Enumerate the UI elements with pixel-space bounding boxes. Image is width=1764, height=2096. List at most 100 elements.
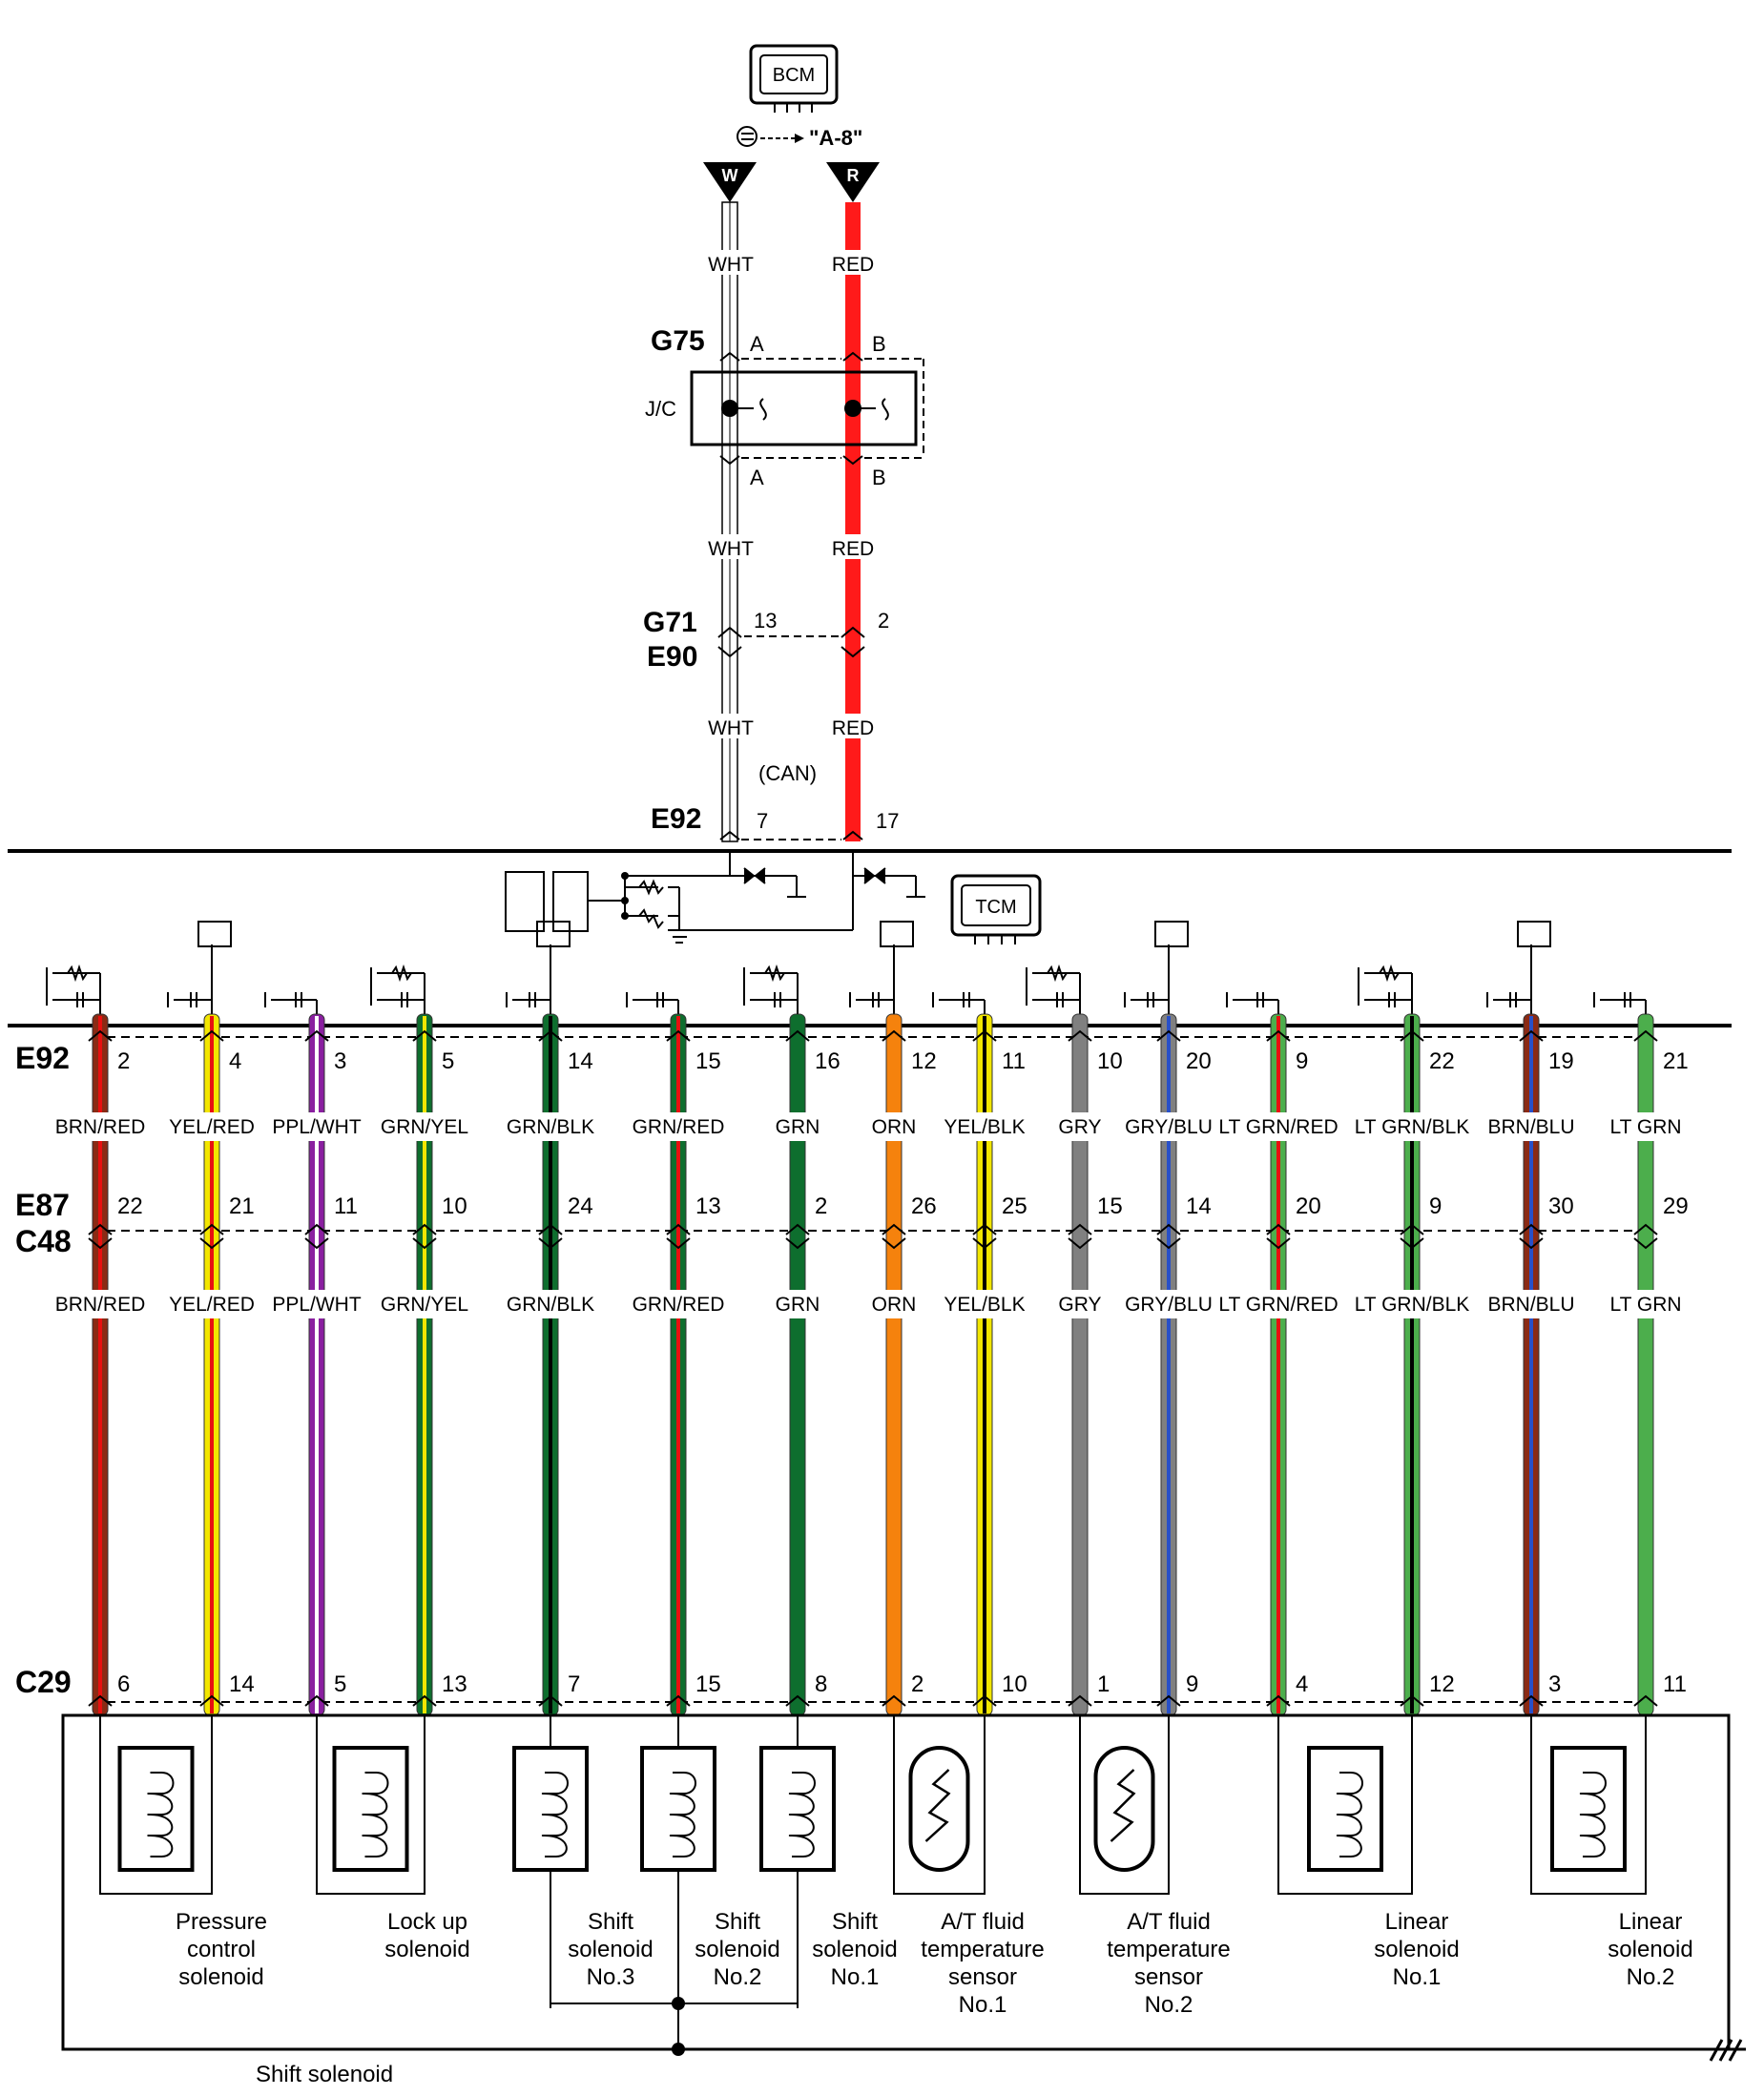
wire-color-label: GRN/BLK — [507, 1116, 594, 1138]
junction-connector: J/C A B — [645, 359, 924, 489]
driver-symbol — [1026, 964, 1081, 1026]
component-label: solenoid — [812, 1937, 897, 1962]
tcm-label: TCM — [975, 897, 1016, 918]
wire-color-label: GRN/YEL — [381, 1294, 468, 1316]
pin-c29: 11 — [1663, 1671, 1687, 1697]
coil-icon — [1307, 1746, 1383, 1872]
component-label: solenoid — [695, 1937, 779, 1962]
pin-c29: 2 — [911, 1671, 924, 1697]
pin-e87: 26 — [911, 1193, 937, 1219]
red-wire-top — [845, 202, 861, 841]
svg-text:2: 2 — [878, 609, 889, 633]
pin-e87: 13 — [695, 1193, 721, 1219]
driver-symbol — [1358, 964, 1413, 1026]
svg-text:R: R — [847, 166, 860, 185]
wire-color-label: LT GRN/BLK — [1355, 1116, 1470, 1138]
component-label: solenoid — [568, 1937, 653, 1962]
wire-color-label: GRN/BLK — [507, 1294, 594, 1316]
pin-e87: 21 — [229, 1193, 255, 1219]
driver-symbol — [370, 964, 425, 1026]
connector-g75: G75 A B — [651, 325, 924, 362]
wire-color-label: LT GRN — [1609, 1116, 1681, 1138]
svg-text:RED: RED — [832, 717, 874, 739]
pin-e92: 9 — [1296, 1048, 1308, 1074]
top-wire-labels: WHT RED WHT RED WHT RED — [706, 250, 878, 739]
pin-e92: 3 — [334, 1048, 346, 1074]
triangle-r-icon: R — [826, 162, 880, 202]
pin-e87: 30 — [1548, 1193, 1574, 1219]
wire-color-label: LT GRN/RED — [1218, 1294, 1338, 1316]
pin-c29: 4 — [1296, 1671, 1308, 1697]
svg-text:17: 17 — [876, 809, 899, 833]
tcm-module: TCM — [950, 874, 1042, 944]
pin-c29: 13 — [442, 1671, 467, 1697]
pin-e92: 21 — [1663, 1048, 1689, 1074]
component-label: solenoid — [1374, 1937, 1459, 1962]
driver-symbol — [1486, 921, 1551, 1026]
driver-symbol — [506, 921, 571, 1026]
wire-color-label: GRN — [776, 1116, 820, 1138]
wire-color-label: GRY/BLU — [1125, 1294, 1213, 1316]
pin-e87: 25 — [1002, 1193, 1027, 1219]
wire-color-label: GRY/BLU — [1125, 1116, 1213, 1138]
coil-icon — [512, 1746, 589, 1872]
driver-symbol — [46, 964, 101, 1026]
driver-symbol — [743, 964, 799, 1026]
pin-e92: 16 — [815, 1048, 840, 1074]
svg-text:E92: E92 — [651, 803, 701, 835]
pin-c29: 10 — [1002, 1671, 1027, 1697]
driver-symbol — [167, 921, 232, 1026]
wire-color-label: YEL/BLK — [944, 1294, 1025, 1316]
pin-e92: 15 — [695, 1048, 721, 1074]
connector-e92: E92 — [15, 1041, 70, 1075]
pin-e87: 10 — [442, 1193, 467, 1219]
pin-e92: 19 — [1548, 1048, 1574, 1074]
pin-c29: 9 — [1186, 1671, 1198, 1697]
pin-e92: 5 — [442, 1048, 454, 1074]
wire-color-label: YEL/RED — [169, 1294, 255, 1316]
wire-color-label: BRN/RED — [55, 1116, 146, 1138]
component-label: sensor — [948, 1964, 1017, 1990]
wire-color-label: BRN/BLU — [1487, 1116, 1574, 1138]
wire-color-label: GRY — [1058, 1116, 1101, 1138]
svg-text:B: B — [872, 466, 886, 489]
reference-pointer: "A-8" — [737, 126, 862, 150]
component-label: solenoid — [384, 1937, 469, 1962]
component-label: Shift — [588, 1909, 633, 1935]
svg-text:WHT: WHT — [708, 254, 754, 276]
component-label: temperature — [921, 1937, 1044, 1962]
harness-wires: BRN/REDBRN/RED2226YEL/REDYEL/RED42114PPL… — [51, 1013, 1695, 1716]
pin-e92: 20 — [1186, 1048, 1212, 1074]
svg-text:E90: E90 — [647, 641, 697, 673]
svg-text:A: A — [750, 332, 764, 356]
component-label: temperature — [1107, 1937, 1230, 1962]
component-label: sensor — [1134, 1964, 1203, 1990]
connector-e87: E87 — [15, 1188, 70, 1222]
svg-text:WHT: WHT — [708, 538, 754, 560]
wire-color-label: PPL/WHT — [272, 1294, 362, 1316]
coil-icon — [759, 1746, 836, 1872]
driver-symbol — [1124, 921, 1189, 1026]
footer-label: Shift solenoid — [256, 2062, 393, 2087]
pin-c29: 8 — [815, 1671, 827, 1697]
component-label: Linear — [1619, 1909, 1683, 1935]
wire-color-label: GRN/RED — [633, 1294, 725, 1316]
svg-text:G71: G71 — [643, 607, 697, 638]
pin-e87: 22 — [117, 1193, 143, 1219]
